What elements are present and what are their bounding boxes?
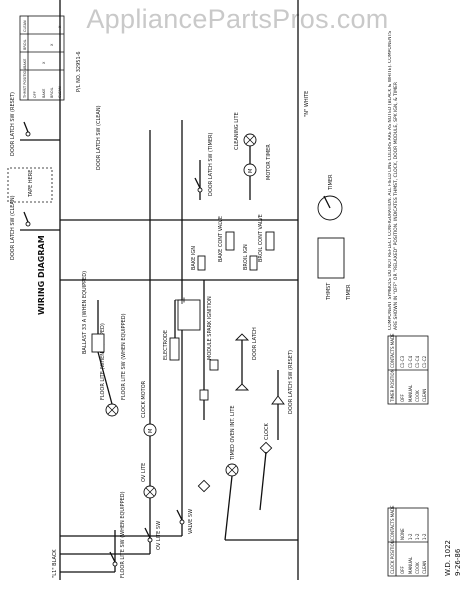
thmst-row-3-clean: X [58,25,62,28]
label-broil-ign: BROIL IGN [243,244,249,270]
tape-here-box [7,167,53,203]
label-ov-lite: OV LITE [141,463,147,482]
relay-box-2 [209,359,219,371]
l1-label: "L1" BLACK [52,549,58,578]
bake-cont-valve-coil [225,231,235,251]
timer-position-table: TIMER POSITION CONTACTS MADE OFF C1-C3 M… [387,333,429,405]
clock-position-table: CLOCK POSITION CONTACTS MADE OFF NONE MA… [387,505,429,577]
timer-table-header-1: CONTACTS MADE [390,333,395,368]
label-floor-lite: FLOOR LITE (WHEN EQUIPPED) [100,323,106,400]
module-spark-box [177,299,201,331]
label-thmst: THMST [326,282,332,301]
label-floor-lite-sw2: FLOOR LITE SW (WHEN EQUIPPED) [121,313,127,400]
timer-row-0-pos: OFF [400,394,405,402]
label-timer: TIMER [328,174,334,191]
broil-ign-element [249,255,258,271]
label-tape-here: TAPE HERE [28,170,34,198]
thmst-row-1-bake: X [42,61,46,64]
timer-row-1-contacts: C1-C4 [408,355,413,368]
bake-ign-element [197,255,206,271]
thmst-row-0: OFF [33,91,37,98]
broil-cont-valve-coil [265,231,275,251]
label-clock-motor: CLOCK MOTOR [141,380,147,418]
timer-row-1-pos: MANUAL [408,384,413,402]
clock-row-1-pos: MANUAL [408,556,413,574]
label-door-latch-sw-timer: DOOR LATCH SW (TIMER) [208,133,214,196]
svg-text:M: M [248,169,254,173]
thmst-row-3: CLEAN [58,86,62,98]
label-door-latch-sw-clean2: DOOR LATCH SW (CLEAN) [96,105,102,170]
label-bake-ign: BAKE IGN [191,246,197,270]
thmst-row-1: BAKE [42,89,46,98]
label-valve-sw: VALVE SW [188,509,194,534]
thmst-header-1: BAKE [23,59,27,68]
timer-row-3-contacts: C1-C2 [422,355,427,368]
timer-row-2-pos: COOK [415,390,420,402]
ballast-box [91,333,105,353]
label-cleaning-lite: CLEANING LITE [234,112,240,150]
clock-motor-symbol [143,423,157,437]
clock-table-header-0: CLOCK POSITION [390,540,395,574]
label-broil-cont-valve: BROIL CONT VALVE [258,214,264,262]
timer-table-header-0: TIMER POSITION [390,369,395,403]
footer-date: 9-26-86 [454,548,462,576]
thmst-symbol-3 [234,333,250,341]
thmst-symbol-1 [197,479,211,493]
label-timed-oven-lite: TIMED OVEN INT. LITE [230,405,236,461]
label-door-latch: DOOR LATCH [252,327,258,360]
label-clock: CLOCK [264,422,270,440]
thmst-header-3: CLEAN [23,20,27,32]
label-ballast: BALLAST 33 A (WHEN EQUIPPED) [82,271,88,354]
label-door-latch-sw-reset2: DOOR LATCH SW (RESET) [10,92,16,156]
label-door-latch-sw-reset: DOOR LATCH SW (RESET) [288,350,294,414]
page-title: WIRING DIAGRAM [37,235,46,315]
thmst-row-2-broil: X [50,43,54,46]
label-timer-switch: TIMER [346,284,352,301]
label-bake-cont-valve: BAKE CONT VALVE [218,216,224,262]
clock-row-3-contacts: 1-2 [422,533,427,540]
n-label: "N" WHITE [304,91,310,117]
clock-row-2-pos: COOK [415,562,420,574]
timer-row-2-contacts: C1-C4 [415,355,420,368]
clock-row-3-pos: CLEAN [422,561,427,574]
legend-note: COMPONENT SYMBOLS DO NOT REFLECT CONFIGU… [388,31,399,330]
thmst-header-2: BROIL [23,39,27,50]
electrode-box [169,337,180,361]
thmst-position-table: THMST POSITION BAKE BROIL CLEAN OFF BAKE… [19,15,65,101]
timer-row-3-pos: CLEAN [422,389,427,402]
thmst-header-0: THMST POSITION [23,68,27,99]
label-door-latch-sw-clean: DOOR LATCH SW (CLEAN) [10,195,16,260]
footer-part-no: P/L NO. 32951-6 [76,51,82,92]
label-motor-timer: MOTOR TIMER [266,144,272,180]
door-latch-reset-symbol [271,395,285,405]
label-electrode: ELECTRODE [163,330,169,360]
thmst-row-2: BROIL [50,87,54,98]
label-module-spark: MODULE SPARK IGNITION [207,296,213,360]
clock-row-0-pos: OFF [400,566,405,574]
clock-row-2-contacts: 1-2 [415,533,420,540]
clock-table-header-1: CONTACTS MADE [390,505,395,540]
clock-symbol [259,441,273,455]
clock-row-0-contacts: NONE [400,528,405,540]
relay-box-1 [199,389,209,401]
label-floor-lite-sw: FLOOR LITE SW (WHEN EQUIPPED) [120,491,126,578]
footer-code: W.D. 1022 [444,540,452,576]
timer-row-0-contacts: C1-C3 [400,355,405,368]
svg-text:M: M [148,429,154,433]
thmst-block [317,237,345,279]
watermark: AppliancePartsPros.com [86,4,389,34]
clock-row-1-contacts: 1-2 [408,533,413,540]
thmst-symbol-2 [234,383,250,391]
